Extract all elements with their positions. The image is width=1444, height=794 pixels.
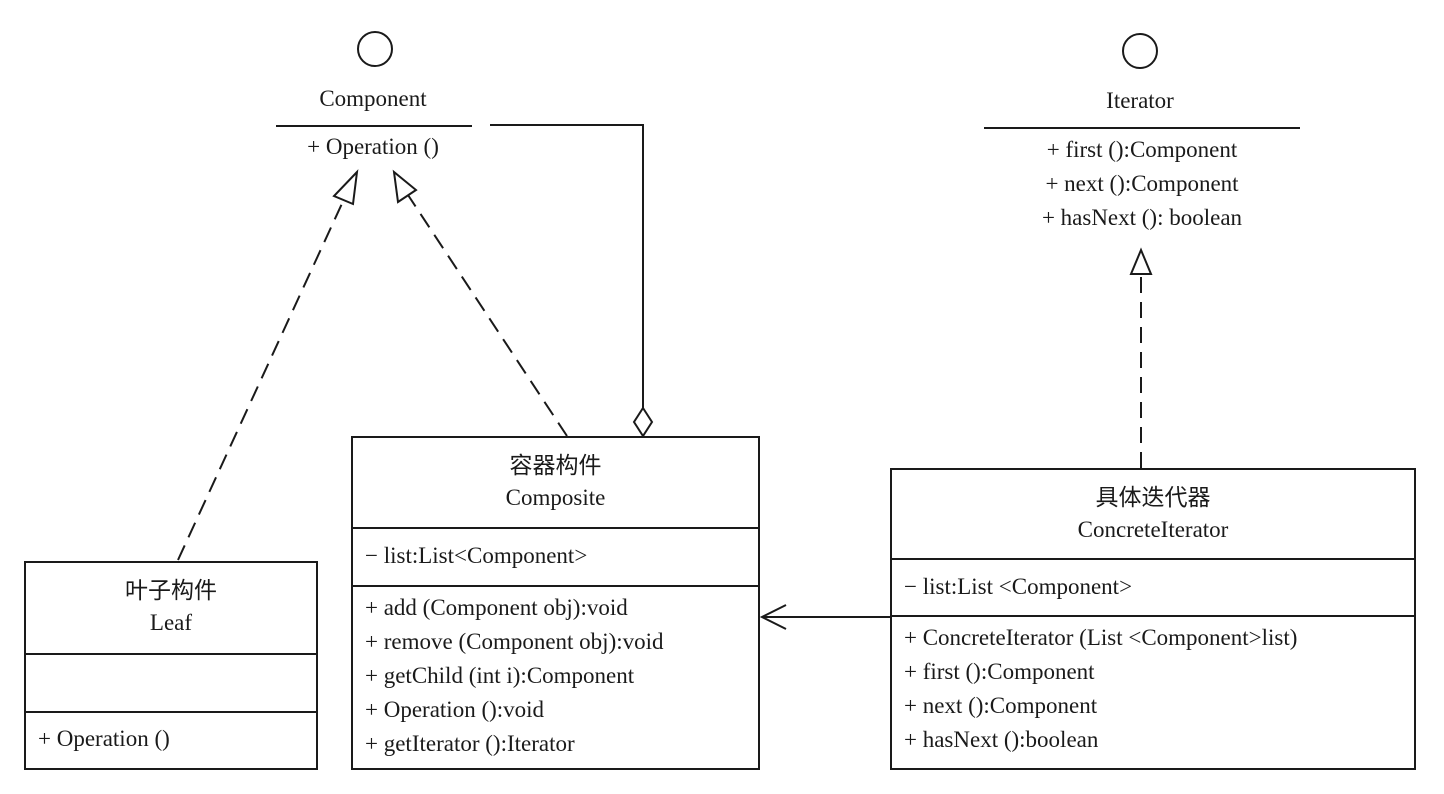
component-lollipop-icon [357,31,393,67]
iterator-name: Iterator [1106,88,1174,113]
composite-operation: + remove (Component obj):void [365,629,664,654]
leaf-attributes [26,655,316,713]
iterator-operation: + hasNext (): boolean [1041,205,1243,230]
component-operations: + Operation () [273,130,473,164]
component-operation: + Operation () [307,134,439,159]
concrete-iterator-header: 具体迭代器 ConcreteIterator [892,470,1414,560]
composite-operation: + Operation ():void [365,697,545,722]
iterator-lollipop-icon [1122,33,1158,69]
composite-realization-arrowhead [392,169,418,204]
composite-attribute: − list:List<Component> [365,543,588,568]
concrete-iterator-operation: + hasNext ():boolean [904,727,1099,752]
aggregation-diamond [632,406,654,438]
concrete-iterator-operation: + ConcreteIterator (List <Component>list… [904,625,1298,650]
composite-header: 容器构件 Composite [353,438,758,529]
concrete-iterator-title-en: ConcreteIterator [1077,517,1229,542]
leaf-operations: + Operation () [26,713,316,756]
concrete-iterator-operations: + ConcreteIterator (List <Component>list… [892,617,1414,757]
composite-title-en: Composite [505,485,606,510]
concrete-iterator-attributes: − list:List <Component> [892,560,1414,617]
composite-class[interactable]: 容器构件 Composite − list:List<Component> + … [351,436,760,770]
concrete-iterator-title-cn: 具体迭代器 [1095,485,1211,510]
composite-attributes: − list:List<Component> [353,529,758,587]
iterator-operation: + first ():Component [1046,137,1238,162]
iterator-operation: + next ():Component [1045,171,1239,196]
leaf-realization-line [177,196,346,561]
iterator-operations: + first ():Component + next ():Component… [984,133,1300,235]
composite-operation: + getChild (int i):Component [365,663,635,688]
concrete-iterator-operation: + next ():Component [904,693,1098,718]
leaf-title-cn: 叶子构件 [125,578,217,603]
composite-operations: + add (Component obj):void + remove (Com… [353,587,758,761]
concrete-iterator-operation: + first ():Component [904,659,1095,684]
leaf-realization-arrowhead [332,169,359,206]
iterator-divider [984,127,1300,129]
leaf-title-en: Leaf [149,610,193,635]
aggregation-line [490,124,644,408]
composite-operation: + getIterator ():Iterator [365,731,575,756]
component-name: Component [319,86,427,111]
iterator-realization-arrowhead [1129,247,1153,275]
concrete-iterator-attribute: − list:List <Component> [904,574,1133,599]
composite-realization-line [407,194,568,437]
composite-operation: + add (Component obj):void [365,595,628,620]
association-arrowhead [759,604,787,630]
leaf-header: 叶子构件 Leaf [26,563,316,655]
component-divider [276,125,472,127]
leaf-class[interactable]: 叶子构件 Leaf + Operation () [24,561,318,770]
concrete-iterator-class[interactable]: 具体迭代器 ConcreteIterator − list:List <Comp… [890,468,1416,770]
leaf-operation: + Operation () [38,726,170,751]
composite-title-cn: 容器构件 [509,453,602,478]
